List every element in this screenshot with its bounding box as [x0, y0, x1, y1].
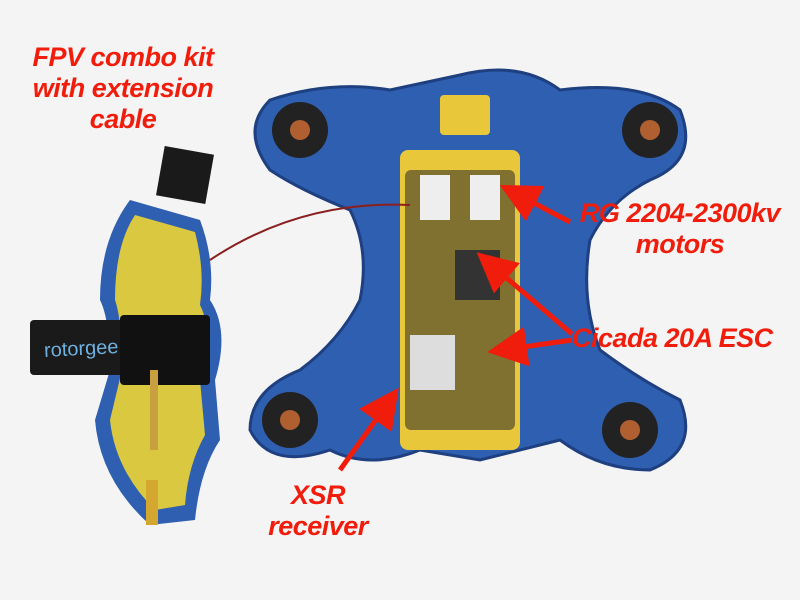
- motors-label: RG 2204-2300kv motors: [579, 198, 781, 259]
- motors-arrow: [499, 185, 572, 225]
- esc-arrow-1: [487, 326, 573, 367]
- fpv-kit-label: FPV combo kit with extension cable: [32, 42, 214, 134]
- esc-arrow-2: [476, 252, 574, 336]
- strap-logo-text: rotorgee: [43, 336, 119, 362]
- receiver-arrow: [337, 387, 399, 472]
- fpv-combo-kit: [30, 146, 411, 525]
- quad-frame: [248, 68, 688, 472]
- receiver-label: XSR receiver: [268, 480, 368, 541]
- esc-label: Cicada 20A ESC: [572, 323, 773, 353]
